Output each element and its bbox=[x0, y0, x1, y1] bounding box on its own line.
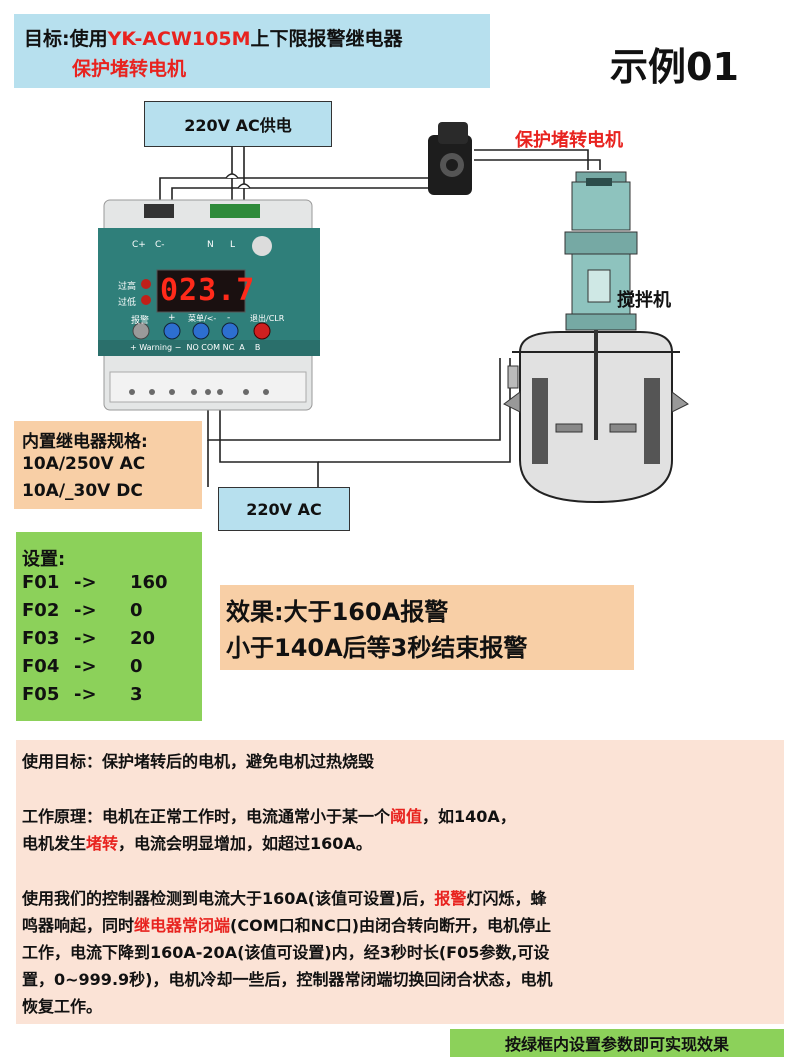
power-supply-box: 220V AC供电 bbox=[144, 101, 332, 147]
footer-note: 按绿框内设置参数即可实现效果 bbox=[450, 1029, 784, 1057]
label-c-minus: C- bbox=[155, 240, 165, 250]
relay-spec-heading: 内置继电器规格: bbox=[22, 432, 148, 452]
settings-row-f05: F05->3 bbox=[22, 684, 143, 705]
settings-box bbox=[16, 532, 202, 721]
label-alarm: 报警 bbox=[131, 316, 150, 326]
label-plus: + bbox=[168, 313, 176, 323]
description-box bbox=[16, 740, 784, 1024]
relay-device bbox=[98, 199, 320, 411]
relay-wire-1 bbox=[207, 358, 501, 441]
label-over-high: 过高 bbox=[118, 282, 137, 292]
relay-spec-box bbox=[14, 421, 202, 509]
label-over-low: 过低 bbox=[118, 298, 137, 308]
model-name: YK-ACW105M bbox=[107, 28, 251, 50]
nc-terminal-highlight: 继电器常闭端 bbox=[134, 916, 231, 935]
label-exit: 退出/CLR bbox=[250, 314, 285, 323]
title-box bbox=[14, 14, 490, 88]
label-bottom-terminals: + Warning − NO COM NC A B bbox=[130, 343, 261, 352]
relay-wire-3 bbox=[318, 358, 511, 463]
wiring-diagram bbox=[98, 122, 689, 504]
settings-heading: 设置: bbox=[22, 549, 66, 570]
label-l: L bbox=[230, 240, 236, 250]
led-display: 023.7 bbox=[160, 273, 256, 308]
alarm-highlight: 报警 bbox=[434, 889, 467, 908]
relay-spec-line2: 10A/_30V DC bbox=[22, 481, 143, 501]
ct-wire-1 bbox=[159, 177, 440, 210]
label-n: N bbox=[207, 240, 214, 250]
stall-highlight: 堵转 bbox=[86, 834, 119, 853]
desc-principle-line2: 电机发生堵转，电流会明显增加，如超过160A。 bbox=[22, 834, 372, 853]
motor-wire-1 bbox=[474, 149, 589, 170]
label-minus: - bbox=[227, 313, 231, 323]
effect-line2: 小于140A后等3秒结束报警 bbox=[226, 634, 528, 662]
desc-p3-line1: 使用我们的控制器检测到电流大于160A(该值可设置)后，报警灯闪烁，蜂 bbox=[22, 889, 547, 908]
effect-box bbox=[220, 585, 634, 670]
desc-p3-line3: 工作，电流下降到160A-20A(该值可设置)内，经3秒时长(F05参数,可设 bbox=[22, 943, 550, 962]
wire-hop-2 bbox=[237, 183, 251, 189]
mixer-tank bbox=[503, 171, 689, 504]
mixer-label: 搅拌机 bbox=[617, 290, 671, 311]
settings-row-f03: F03->20 bbox=[22, 628, 156, 649]
title-line1: 目标:使用YK-ACW105M上下限报警继电器 bbox=[24, 28, 403, 50]
wire-hop-1 bbox=[225, 173, 239, 179]
relay-wire-2 bbox=[219, 400, 319, 487]
example-label: 示例01 bbox=[610, 45, 739, 89]
current-clamp bbox=[428, 122, 472, 195]
settings-row-f01: F01->160 bbox=[22, 572, 168, 593]
relay-spec-line1: 10A/250V AC bbox=[22, 454, 146, 474]
desc-principle-line1: 工作原理：电机在正常工作时，电流通常小于某一个阈值，如140A， bbox=[22, 807, 516, 826]
desc-p3-line2: 鸣器响起，同时继电器常闭端(COM口和NC口)由闭合转向断开，电机停止 bbox=[22, 916, 552, 935]
desc-p3-line4: 置，0~999.9秒)，电机冷却一些后，控制器常闭端切换回闭合状态，电机 bbox=[22, 970, 553, 989]
motor-wire-2 bbox=[474, 159, 601, 170]
label-menu: 菜单/<- bbox=[188, 314, 217, 323]
title-line2: 保护堵转电机 bbox=[72, 58, 187, 80]
settings-row-f04: F04->0 bbox=[22, 656, 143, 677]
settings-row-f02: F02->0 bbox=[22, 600, 143, 621]
label-c-plus: C+ bbox=[132, 240, 146, 250]
desc-p3-line5: 恢复工作。 bbox=[22, 997, 103, 1016]
effect-line1: 效果:大于160A报警 bbox=[226, 598, 449, 626]
motor-label: 保护堵转电机 bbox=[515, 130, 623, 151]
ac-output-box: 220V AC bbox=[218, 487, 350, 531]
desc-goal: 使用目标：保护堵转后的电机，避免电机过热烧毁 bbox=[22, 752, 375, 771]
threshold-highlight: 阈值 bbox=[390, 807, 423, 826]
